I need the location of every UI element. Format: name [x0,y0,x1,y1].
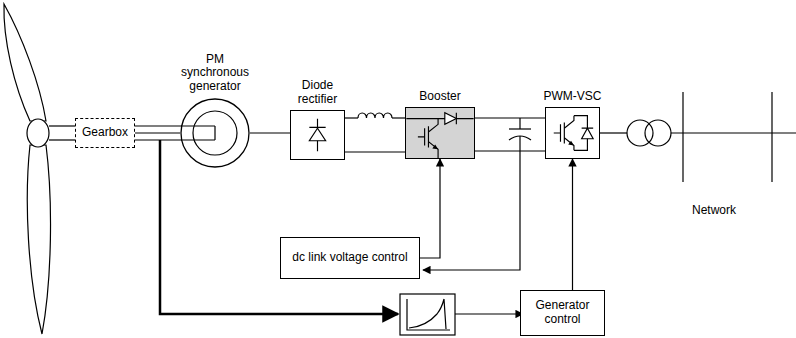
reference-signal-line [455,313,523,314]
grid-side [600,92,796,182]
characteristic-axes [407,299,450,330]
turbine-rotor [4,4,51,334]
generator-symbol [180,98,250,168]
wire [475,117,545,118]
capacitor-plate [509,128,531,129]
node-heading: PM synchronous generator [173,53,257,94]
connector [420,159,440,258]
gearbox-box: Gearbox [75,118,135,148]
wire [671,132,796,133]
speed-signal-line [160,140,398,314]
node-label: Gearbox [82,126,128,140]
node-heading: Diode rectifier [288,79,348,107]
booster-box: Booster [405,107,475,159]
connector [135,132,180,133]
dc-voltage-feedback [423,151,520,270]
generator-circle: PM synchronous generator [180,98,250,168]
converter-box: PWM-VSC [545,107,600,159]
shaft [49,126,200,140]
node-heading: PWM-VSC [528,90,618,104]
network-bus [682,92,683,182]
characteristic-block [400,294,455,335]
wire [519,136,520,151]
turbine-blade [4,4,46,121]
connector [572,159,573,290]
rectifier-box: Diode rectifier [290,110,345,160]
network-label: Network [690,204,738,218]
igbt-symbol [546,108,599,158]
diode-symbol [291,111,344,159]
shaft-line [49,139,75,140]
control-box: Generator control [520,290,605,336]
inductor-symbol [358,113,392,118]
network-bus [771,92,772,182]
characteristic-curve [409,299,446,329]
node-heading: Booster [395,90,485,104]
shaft-line [49,125,75,126]
wire [345,117,358,118]
connector [250,132,290,133]
turbine-blade [27,145,50,334]
transformer-winding [645,120,671,146]
turbine-hub [27,119,49,147]
wire [600,132,627,133]
igbt-diode-symbol [406,108,474,158]
wire [519,118,520,129]
characteristic-box [400,294,455,335]
control-box: dc link voltage control [280,237,420,279]
node-label: Generator control [521,299,604,327]
connector [475,150,545,151]
node-label: dc link voltage control [292,251,407,265]
connector [345,151,405,152]
wire [392,117,405,118]
